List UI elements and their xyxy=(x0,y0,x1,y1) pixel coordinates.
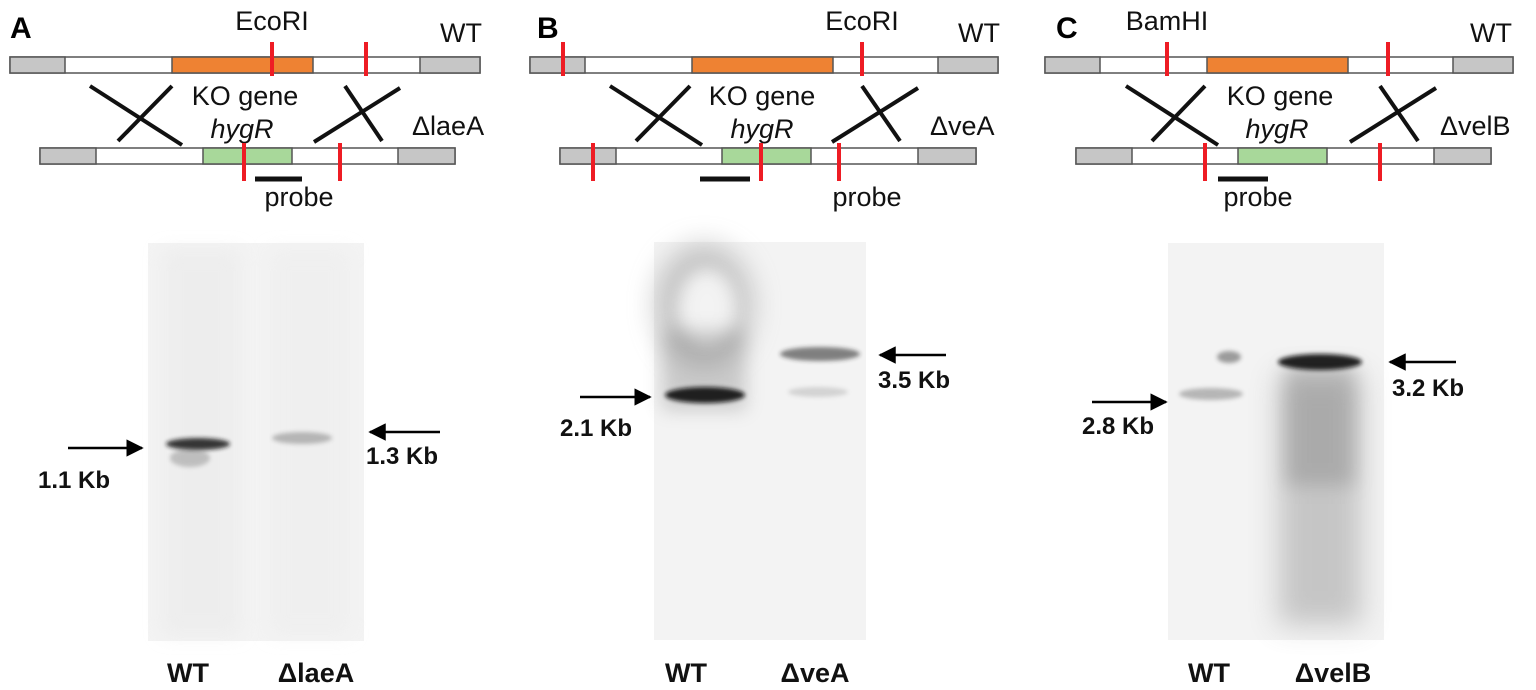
hygr-segment xyxy=(721,147,812,165)
panel-b: B EcoRI WT KO gene hygR ΔveA prob xyxy=(529,6,1000,688)
marker-label: hygR xyxy=(1245,114,1308,144)
gel-image xyxy=(1168,243,1384,640)
wt-locus-bar xyxy=(529,42,999,76)
restriction-enzyme-label: BamHI xyxy=(1126,6,1209,36)
probe-label: probe xyxy=(832,182,901,212)
ko-gene-segment xyxy=(691,56,834,74)
ko-gene-segment xyxy=(1206,56,1349,74)
ko-gene-segment xyxy=(171,56,314,74)
wt-locus-bar xyxy=(1044,42,1514,76)
band-size-label: 1.3 Kb xyxy=(366,443,438,470)
lane-label: ΔlaeA xyxy=(278,658,354,688)
gel-band xyxy=(1179,388,1243,400)
lane-label: WT xyxy=(665,658,707,688)
restriction-enzyme-label: EcoRI xyxy=(235,6,309,36)
probe-label: probe xyxy=(264,182,333,212)
marker-label: hygR xyxy=(730,114,793,144)
ko-gene-label: KO gene xyxy=(709,81,816,111)
lane-label: ΔvelB xyxy=(1295,658,1371,688)
band-size-label: 2.1 Kb xyxy=(560,415,632,442)
crossover-marks xyxy=(1124,84,1438,147)
mutant-label: ΔvelB xyxy=(1440,111,1511,141)
lane-label: ΔveA xyxy=(781,658,850,688)
probe-label: probe xyxy=(1223,182,1292,212)
band-size-label: 3.2 Kb xyxy=(1392,375,1464,402)
mutant-locus-bar xyxy=(1075,143,1492,181)
gel-image xyxy=(654,242,866,640)
panel-letter: C xyxy=(1056,12,1078,45)
panel-letter: B xyxy=(537,12,559,45)
panel-c: C BamHI WT KO gene hygR ΔvelB probe xyxy=(1044,6,1514,688)
ko-gene-label: KO gene xyxy=(1227,81,1334,111)
ko-gene-label: KO gene xyxy=(192,81,299,111)
lane-label: WT xyxy=(167,658,209,688)
gel-band xyxy=(1278,354,1362,370)
mutant-label: ΔveA xyxy=(930,111,995,141)
gel-band xyxy=(166,438,230,450)
mutant-locus-bar xyxy=(39,143,456,181)
hygr-segment xyxy=(202,147,293,165)
hygr-segment xyxy=(1237,147,1328,165)
panel-letter: A xyxy=(10,12,32,45)
gel-band xyxy=(665,387,745,403)
gel-band xyxy=(272,432,332,444)
panel-a: A EcoRI WT KO gene hygR ΔlaeA probe xyxy=(9,6,484,688)
marker-label: hygR xyxy=(210,114,273,144)
wt-locus-bar xyxy=(9,42,481,76)
gel-image xyxy=(148,243,364,641)
crossover-marks xyxy=(608,84,920,147)
crossover-marks xyxy=(88,84,402,147)
wt-label: WT xyxy=(440,18,482,48)
gel-band xyxy=(780,347,860,361)
lane-label: WT xyxy=(1188,658,1230,688)
wt-label: WT xyxy=(1470,18,1512,48)
restriction-enzyme-label: EcoRI xyxy=(825,6,899,36)
band-size-label: 1.1 Kb xyxy=(38,467,110,494)
wt-label: WT xyxy=(958,18,1000,48)
band-size-label: 2.8 Kb xyxy=(1082,413,1154,440)
mutant-label: ΔlaeA xyxy=(412,111,484,141)
band-size-label: 3.5 Kb xyxy=(878,367,950,394)
mutant-locus-bar xyxy=(559,143,977,181)
